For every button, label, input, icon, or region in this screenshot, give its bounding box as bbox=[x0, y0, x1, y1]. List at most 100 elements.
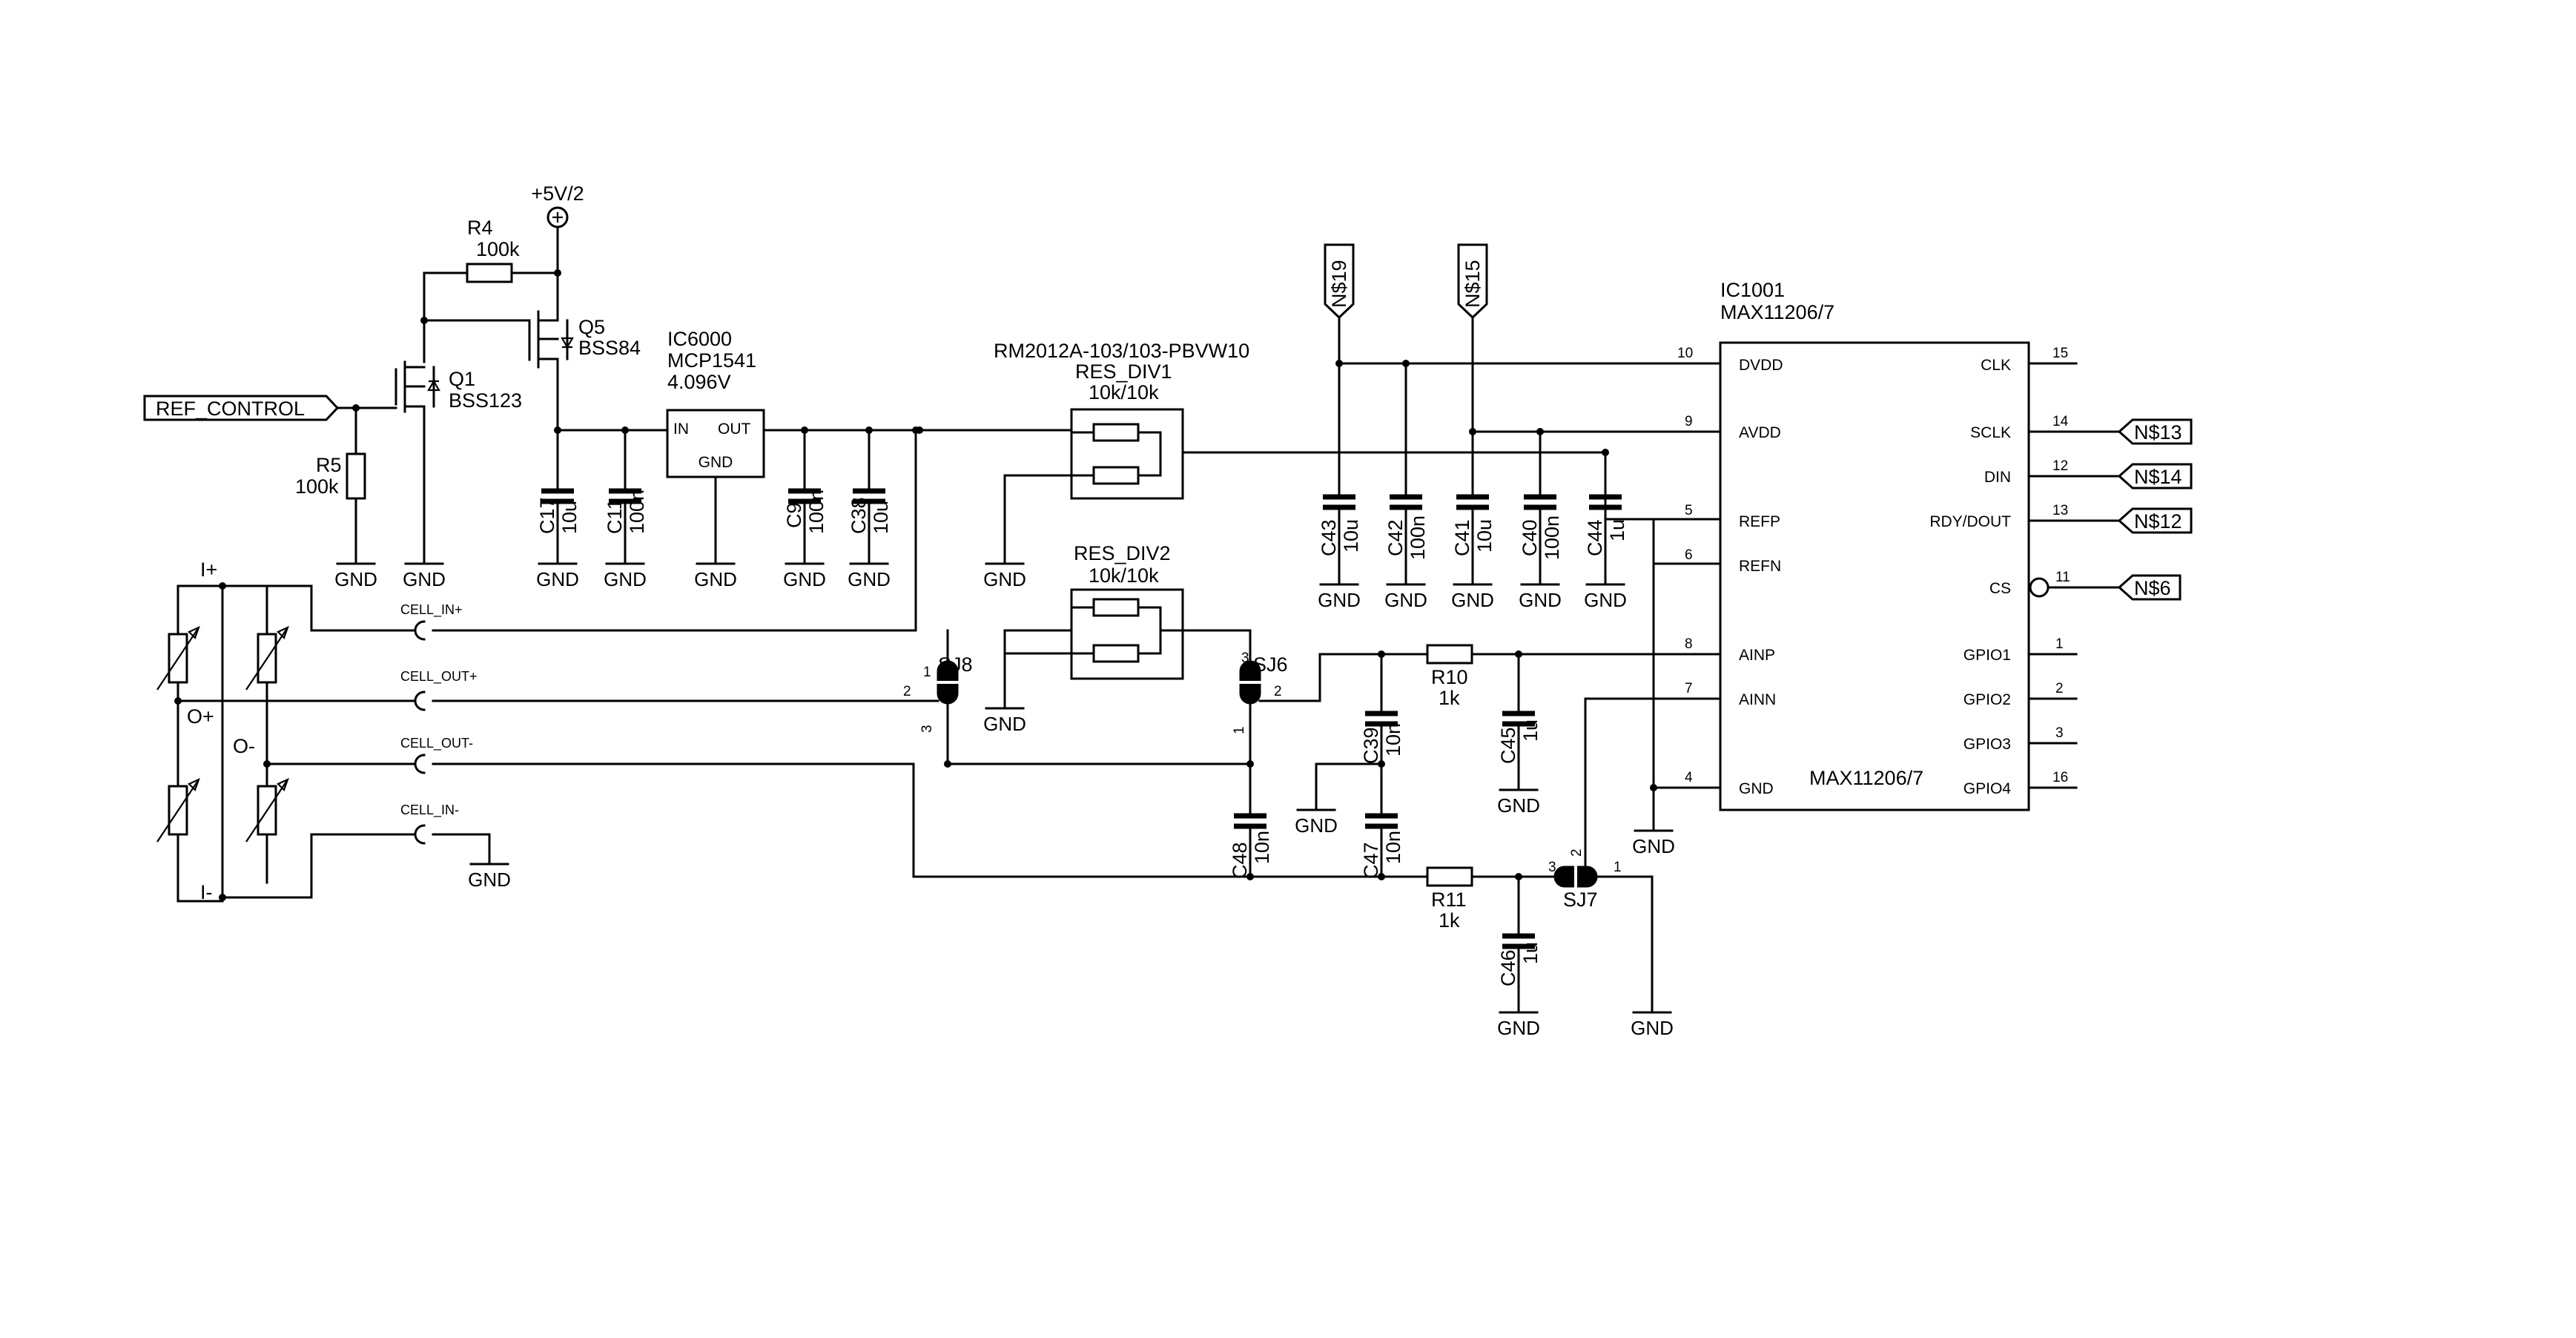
ic6000-part: MCP1541 bbox=[667, 349, 756, 372]
svg-text:N$6: N$6 bbox=[2134, 577, 2171, 599]
svg-text:GND: GND bbox=[1295, 814, 1338, 837]
gnd-c42: GND bbox=[1384, 583, 1427, 611]
sj6-pin1: 1 bbox=[1232, 726, 1247, 734]
c43-value: 10u bbox=[1340, 519, 1362, 553]
r5-ref: R5 bbox=[316, 454, 342, 476]
sj6-ref: SJ6 bbox=[1253, 653, 1288, 676]
pin-ainp: AINP bbox=[1739, 647, 1775, 664]
gnd-c45: GND bbox=[1497, 788, 1540, 817]
pin-gnd: GND bbox=[1739, 780, 1774, 797]
svg-text:GND: GND bbox=[536, 568, 579, 590]
ic6000-ref: IC6000 bbox=[667, 328, 732, 350]
svg-text:GND: GND bbox=[1519, 589, 1562, 611]
svg-text:GND: GND bbox=[983, 713, 1026, 735]
sj7-pin3: 3 bbox=[1548, 860, 1556, 875]
c11-value: 100n bbox=[626, 490, 648, 534]
r11-resistor bbox=[1426, 866, 1473, 887]
pin-gpio3: GPIO3 bbox=[1964, 736, 2011, 753]
svg-text:N$14: N$14 bbox=[2134, 466, 2182, 488]
res-div2-ref: RES_DIV2 bbox=[1074, 542, 1171, 564]
load-cell-bridge bbox=[156, 584, 417, 903]
pin-num-5: 5 bbox=[1685, 503, 1693, 518]
c43-ref: C43 bbox=[1318, 519, 1340, 556]
gnd-c9: GND bbox=[783, 562, 826, 590]
cap-c42 bbox=[1390, 362, 1422, 586]
pin-num-1: 1 bbox=[2055, 636, 2064, 652]
r11-value: 1k bbox=[1439, 909, 1460, 932]
c9-value: 100n bbox=[805, 490, 828, 534]
c39-value: 10n bbox=[1382, 723, 1404, 757]
res-div1-part: RM2012A-103/103-PBVW10 bbox=[994, 340, 1249, 362]
port-n6: N$6 bbox=[2117, 574, 2182, 601]
r5-resistor bbox=[346, 452, 366, 500]
pin-num-2: 2 bbox=[2055, 681, 2064, 696]
port-n19: N$19 bbox=[1324, 243, 1355, 320]
pin-num-12: 12 bbox=[2052, 458, 2068, 474]
sj8-pin1: 1 bbox=[923, 665, 931, 680]
c44-value: 1u bbox=[1606, 519, 1628, 541]
pin-num-3: 3 bbox=[2055, 725, 2064, 741]
pin-num-9: 9 bbox=[1685, 414, 1693, 429]
svg-text:N$13: N$13 bbox=[2134, 421, 2182, 444]
svg-text:CELL_IN+: CELL_IN+ bbox=[400, 602, 463, 618]
bridge-o-minus: O- bbox=[233, 735, 255, 757]
r10-resistor bbox=[1426, 644, 1473, 665]
cap-c17 bbox=[541, 429, 574, 565]
cap-c9 bbox=[788, 429, 821, 565]
pin-gpio4: GPIO4 bbox=[1964, 780, 2012, 797]
cap-c38 bbox=[853, 429, 885, 565]
c48-ref: C48 bbox=[1229, 842, 1251, 879]
c40-value: 100n bbox=[1541, 515, 1563, 560]
port-n12: N$12 bbox=[2117, 507, 2193, 534]
c38-ref: C38 bbox=[848, 497, 870, 534]
c38-value: 10u bbox=[870, 501, 892, 534]
gnd-res-div1: GND bbox=[983, 562, 1026, 590]
ic6000-pin-gnd: GND bbox=[699, 454, 733, 471]
c45-ref: C45 bbox=[1497, 727, 1519, 764]
r4-value: 100k bbox=[476, 238, 520, 260]
sj8-pin3: 3 bbox=[919, 725, 935, 733]
c40-ref: C40 bbox=[1519, 519, 1541, 556]
sj8-pin2: 2 bbox=[903, 684, 911, 699]
gnd-ic1001: GND bbox=[1632, 829, 1675, 857]
svg-text:GND: GND bbox=[783, 568, 826, 590]
sj7-ref: SJ7 bbox=[1563, 889, 1598, 911]
gnd-c41: GND bbox=[1451, 583, 1494, 611]
gnd-c17: GND bbox=[536, 562, 579, 590]
cap-c46 bbox=[1502, 875, 1535, 1014]
cap-c11 bbox=[609, 429, 641, 565]
svg-text:GND: GND bbox=[334, 568, 377, 590]
svg-text:GND: GND bbox=[1632, 835, 1675, 857]
pin-din: DIN bbox=[1984, 469, 2011, 486]
c45-value: 1u bbox=[1519, 719, 1542, 742]
cs-inversion-bubble bbox=[2029, 577, 2050, 598]
pin-dvdd: DVDD bbox=[1739, 357, 1783, 374]
sj8-ref: SJ8 bbox=[938, 653, 973, 676]
pin-num-16: 16 bbox=[2052, 770, 2068, 785]
svg-text:GND: GND bbox=[1318, 589, 1361, 611]
pin-sclk: SCLK bbox=[1970, 424, 2011, 441]
cap-c43 bbox=[1323, 362, 1355, 586]
bridge-o-plus: O+ bbox=[187, 705, 214, 728]
svg-text:N$19: N$19 bbox=[1328, 260, 1350, 308]
pin-clk: CLK bbox=[1981, 357, 2011, 374]
port-n14: N$14 bbox=[2117, 463, 2193, 490]
pin-num-11: 11 bbox=[2055, 570, 2070, 585]
q1-transistor bbox=[354, 346, 440, 432]
gnd-c43: GND bbox=[1318, 583, 1361, 611]
pin-num-15: 15 bbox=[2052, 346, 2068, 361]
bridge-i-minus: I- bbox=[200, 881, 213, 903]
c41-ref: C41 bbox=[1451, 519, 1473, 556]
cap-c40 bbox=[1524, 430, 1556, 586]
svg-text:GND: GND bbox=[694, 568, 737, 590]
svg-text:CELL_OUT+: CELL_OUT+ bbox=[400, 669, 478, 685]
r10-value: 1k bbox=[1439, 687, 1460, 709]
svg-text:GND: GND bbox=[468, 869, 511, 891]
c47-ref: C47 bbox=[1360, 842, 1382, 879]
ic1001-part: MAX11206/7 bbox=[1720, 301, 1834, 323]
res-div1 bbox=[1070, 408, 1184, 500]
sj6-jumper bbox=[1234, 660, 1266, 878]
pin-num-6: 6 bbox=[1685, 547, 1693, 563]
port-n13: N$13 bbox=[2117, 418, 2193, 445]
